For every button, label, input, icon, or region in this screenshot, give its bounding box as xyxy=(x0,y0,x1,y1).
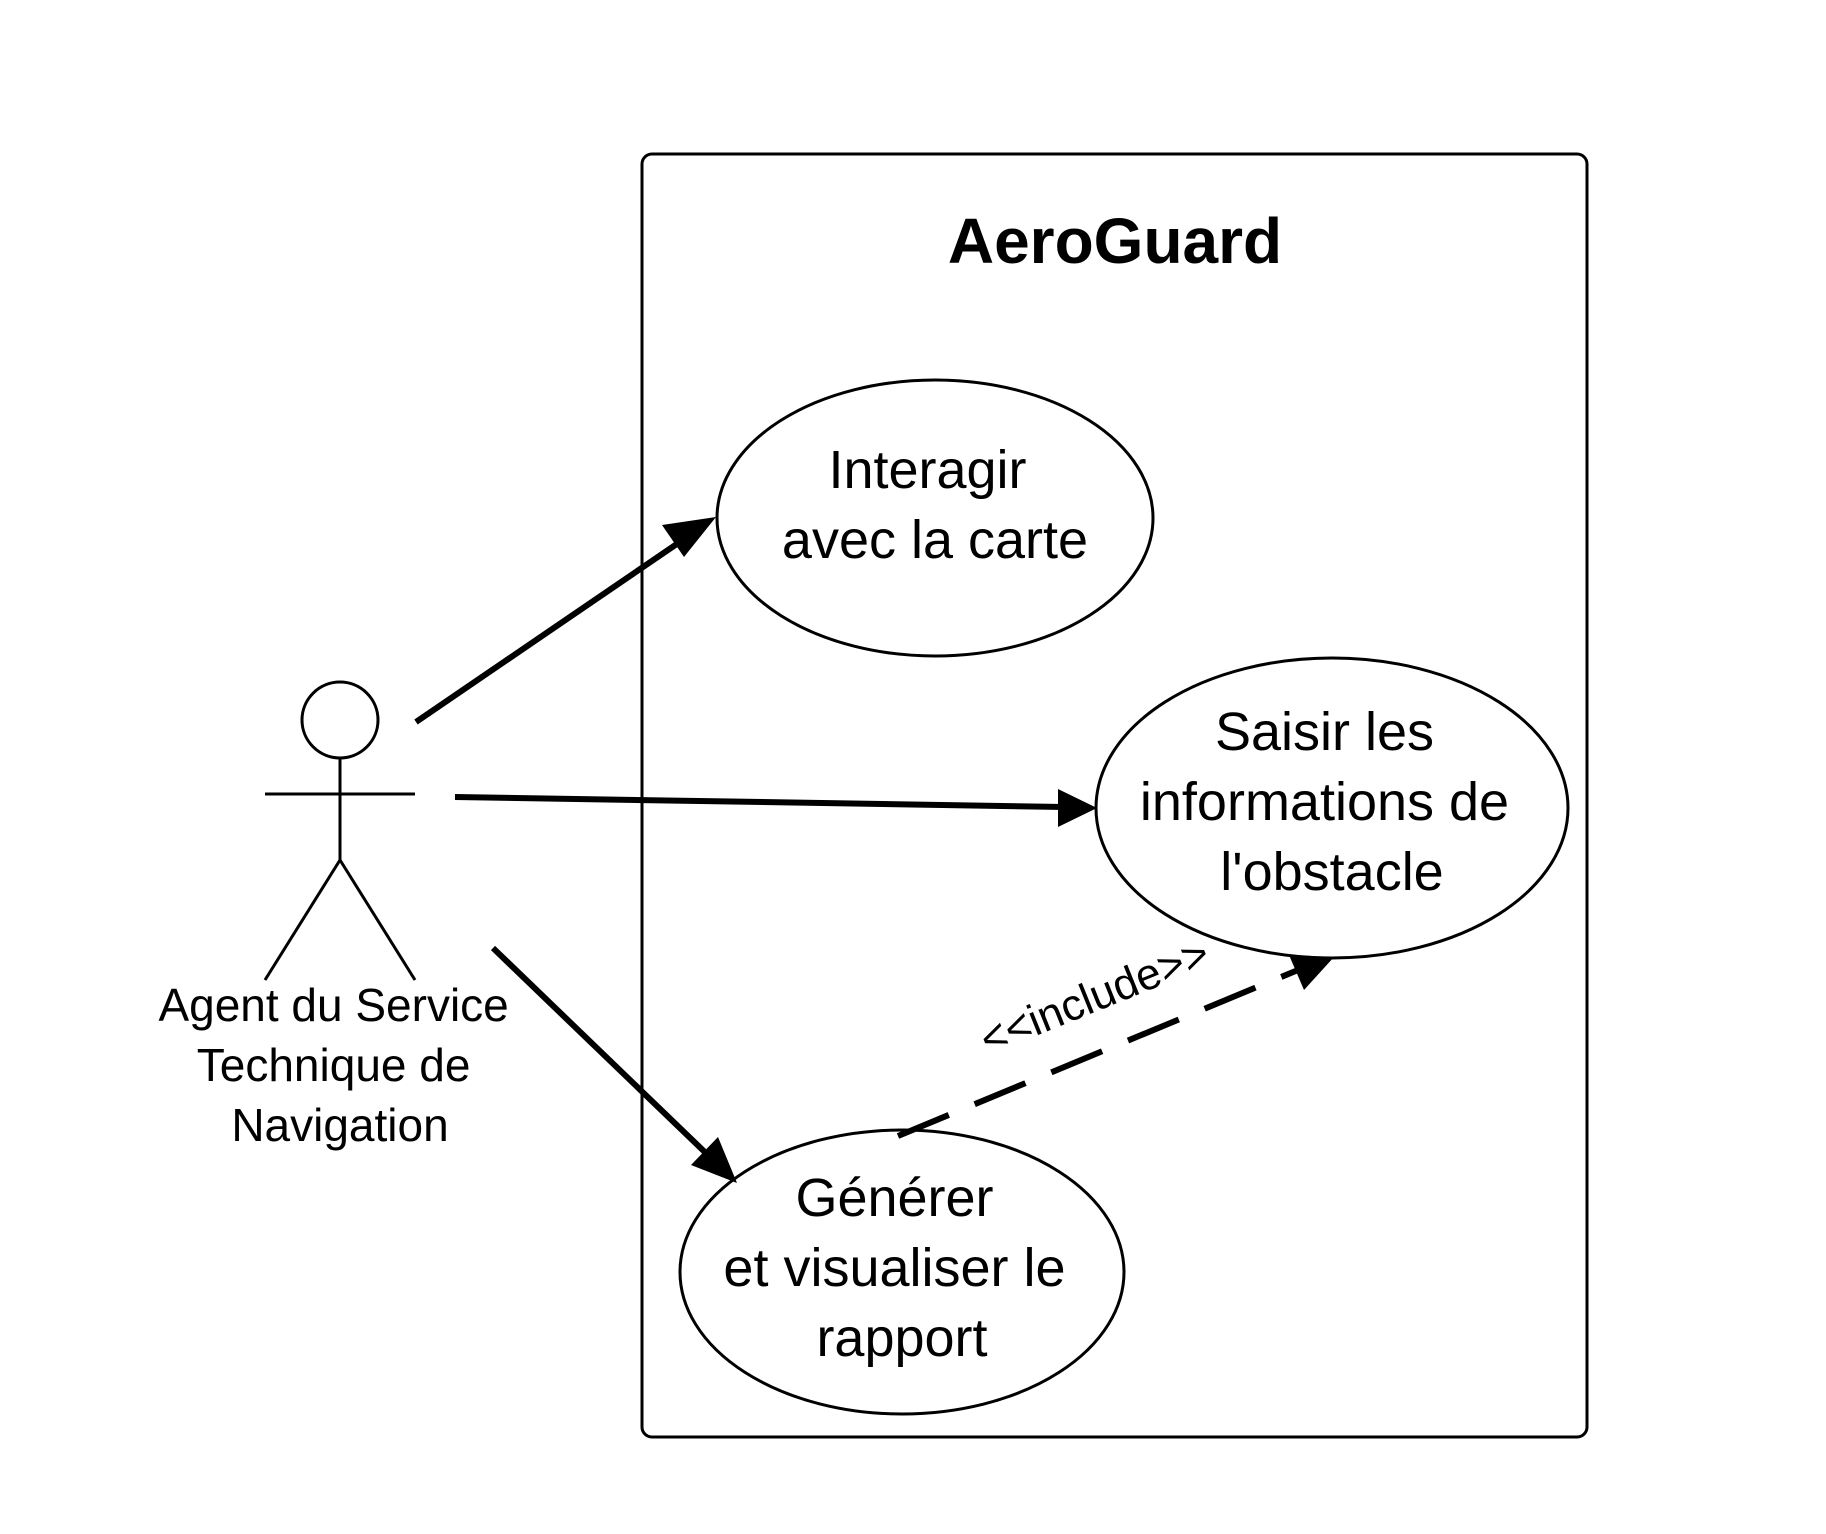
association-generate-report xyxy=(490,945,737,1183)
use-case-generate-report[interactable] xyxy=(678,1128,1126,1416)
use-case-interact-map-line-1: Interagir xyxy=(828,440,1026,500)
actor-head xyxy=(300,680,380,760)
actor-label-line-2: Technique de xyxy=(197,1039,471,1091)
use-case-enter-obstacle-line-2: informations de xyxy=(1140,772,1509,832)
include-stereotype-label: <<include>> xyxy=(973,928,1216,1064)
include-dependency xyxy=(896,955,1334,1139)
actor-left-leg xyxy=(263,859,342,981)
include-dependency-arrowhead xyxy=(1289,955,1334,990)
use-case-generate-report-line-3: rapport xyxy=(816,1308,987,1368)
actor-label: Agent du Service Technique de Navigation xyxy=(158,979,521,1151)
use-case-enter-obstacle-line-3: l'obstacle xyxy=(1220,842,1443,902)
use-case-generate-report-line-1: Générer xyxy=(795,1168,993,1228)
association-generate-report-arrowhead xyxy=(691,1137,737,1183)
system-boundary xyxy=(640,152,1589,1439)
association-interact-map-line xyxy=(414,532,692,725)
actor-right-leg xyxy=(338,859,417,981)
use-case-interact-map[interactable] xyxy=(715,378,1155,658)
actor-label-line-1: Agent du Service xyxy=(158,979,508,1031)
include-dependency-line xyxy=(896,967,1300,1139)
system-title: AeroGuard xyxy=(948,205,1282,277)
use-case-enter-obstacle-label: Saisir les informations de l'obstacle xyxy=(1140,702,1524,902)
use-case-enter-obstacle-line-1: Saisir les xyxy=(1215,702,1434,762)
association-enter-obstacle xyxy=(454,789,1097,827)
association-generate-report-line xyxy=(490,945,714,1161)
use-case-interact-map-line-2: avec la carte xyxy=(782,510,1088,570)
actor-label-line-3: Navigation xyxy=(231,1099,448,1151)
actor-figure xyxy=(263,680,417,981)
association-enter-obstacle-arrowhead xyxy=(1058,789,1097,827)
use-case-generate-report-label: Générer et visualiser le rapport xyxy=(723,1168,1080,1368)
use-case-interact-map-label: Interagir avec la carte xyxy=(782,440,1088,570)
use-case-generate-report-line-2: et visualiser le xyxy=(723,1238,1065,1298)
association-interact-map xyxy=(414,517,716,725)
association-enter-obstacle-line xyxy=(454,794,1065,810)
association-interact-map-arrowhead xyxy=(662,517,716,557)
